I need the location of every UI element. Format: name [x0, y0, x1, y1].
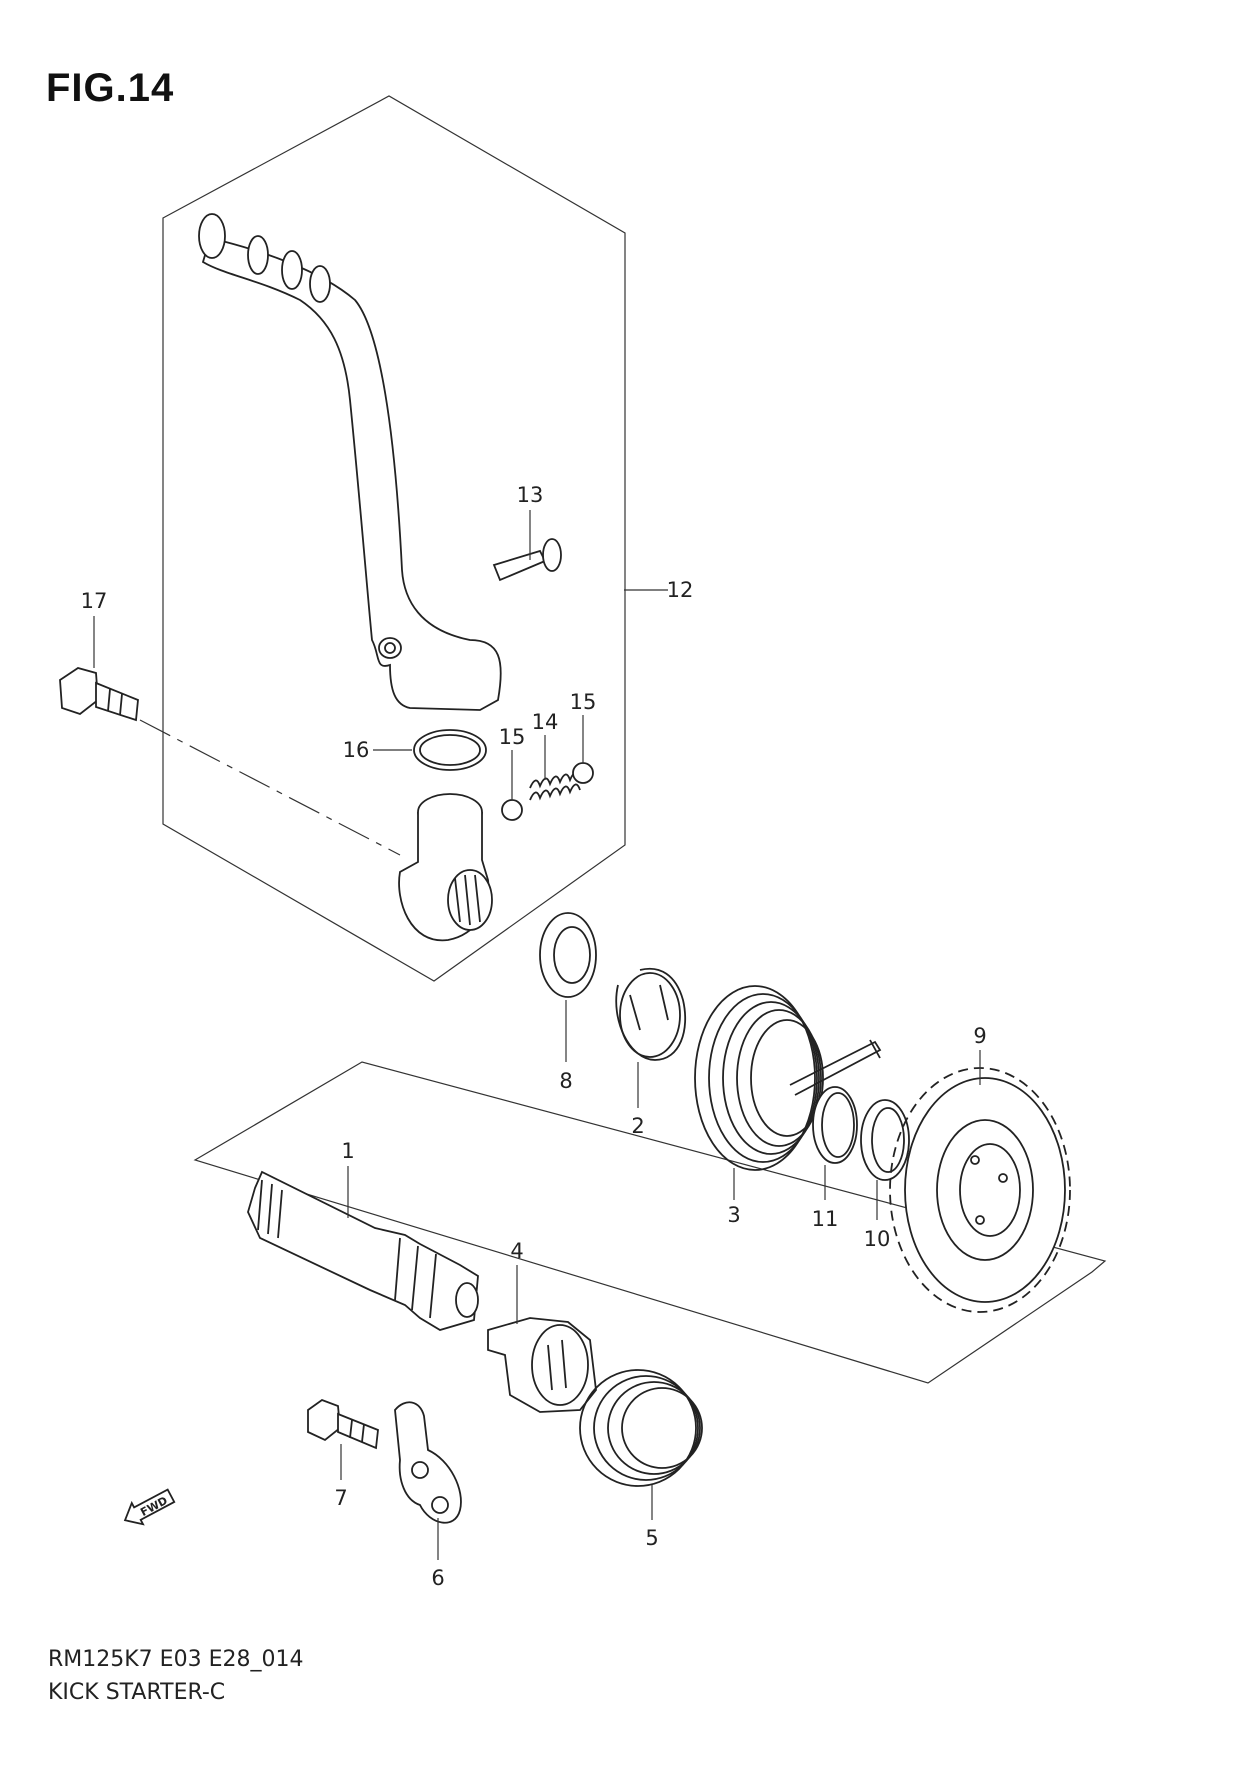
leader-lines: [93, 510, 981, 1560]
shaft-assembly-outline: [193, 1061, 1107, 1384]
callout-6: 6: [431, 1566, 444, 1590]
ratchet-spring: [579, 1369, 703, 1487]
pin: [492, 538, 562, 582]
return-spring: [694, 985, 882, 1171]
fwd-arrow-icon: FWD: [123, 1488, 176, 1526]
callout-15-left: 15: [499, 725, 526, 749]
small-spring: [529, 771, 581, 801]
callout-11: 11: [812, 1207, 839, 1231]
stopper-plate: [394, 1401, 462, 1524]
kick-lever: [198, 213, 502, 711]
ratchet: [487, 1317, 597, 1413]
lever-boss: [398, 793, 493, 942]
callout-1: 1: [341, 1139, 354, 1163]
callout-7: 7: [334, 1486, 347, 1510]
oil-seal: [539, 912, 597, 998]
figure-code: RM125K7 E03 E28_014: [48, 1647, 304, 1672]
spring-guide: [615, 967, 687, 1061]
kick-gear: [889, 1067, 1071, 1313]
figure-title: FIG.14: [46, 66, 175, 110]
washer: [860, 1099, 910, 1181]
callout-16: 16: [343, 738, 370, 762]
callout-2: 2: [631, 1114, 644, 1138]
ball: [572, 762, 594, 784]
lever-assembly-outline: [162, 95, 626, 982]
callout-14: 14: [532, 710, 559, 734]
stopper-bolt: [307, 1398, 379, 1450]
alignment-line: [139, 719, 401, 856]
callout-4: 4: [510, 1239, 523, 1263]
callout-10: 10: [864, 1227, 891, 1251]
circlip: [812, 1086, 858, 1164]
callout-3: 3: [727, 1203, 740, 1227]
bolt: [59, 667, 139, 722]
figure-name: KICK STARTER-C: [48, 1680, 226, 1705]
callout-13: 13: [517, 483, 544, 507]
callout-15-right: 15: [570, 690, 597, 714]
callout-8: 8: [559, 1069, 572, 1093]
callout-17: 17: [81, 589, 108, 613]
ball: [501, 799, 523, 821]
callout-9: 9: [973, 1024, 986, 1048]
callout-5: 5: [645, 1526, 658, 1550]
kick-shaft: [247, 1170, 479, 1331]
callout-12: 12: [667, 578, 694, 602]
o-ring: [413, 729, 487, 771]
